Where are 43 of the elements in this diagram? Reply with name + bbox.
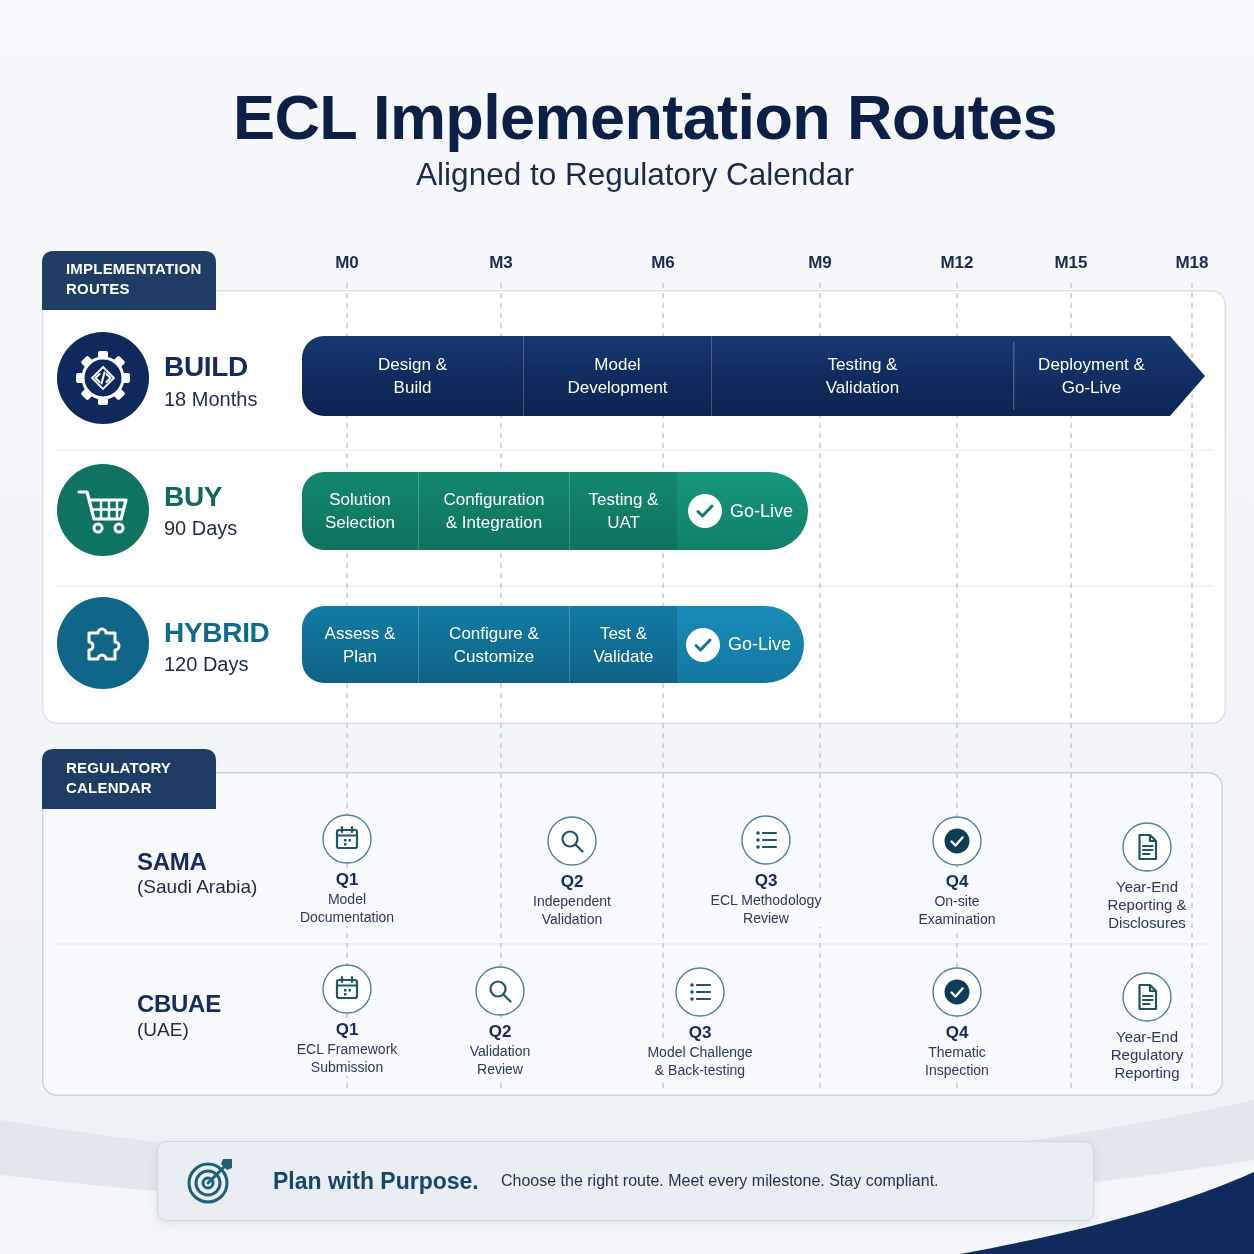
milestone-label: Year-End Regulatory Reporting: [1109, 1028, 1185, 1082]
quarter-label: Q2: [487, 1022, 513, 1042]
quarter-label: Q1: [334, 870, 360, 890]
section-heading: IMPLEMENTATION ROUTES: [66, 259, 203, 299]
milestone-label: Model Documentation: [298, 890, 396, 926]
month-label: M6: [651, 252, 675, 273]
title: ECL Implementation Routes: [233, 81, 1057, 154]
subtitle: Aligned to Regulatory Calendar: [416, 155, 854, 194]
section-heading: REGULATORY CALENDAR: [66, 758, 172, 798]
quarter-label: Q3: [753, 871, 779, 891]
month-label: M15: [1054, 252, 1088, 273]
month-label: M9: [808, 252, 832, 273]
milestone-label: Validation Review: [468, 1042, 532, 1078]
route-detail: 90 Days: [164, 516, 238, 540]
quarter-label: Q3: [687, 1023, 713, 1043]
milestone-label: Thematic Inspection: [924, 1043, 990, 1079]
tagline-banner: [157, 1141, 1094, 1221]
milestone-label: ECL Methodology Review: [709, 891, 823, 927]
month-label: M18: [1175, 252, 1209, 273]
month-label: M3: [489, 252, 513, 273]
quarter-label: Q4: [944, 872, 970, 892]
route-name: HYBRID: [164, 617, 270, 649]
route-detail: (Saudi Arabia): [137, 875, 258, 899]
route-name: BUY: [164, 481, 223, 513]
phase-label: Go-Live: [728, 633, 791, 656]
tagline-heading: Plan with Purpose.: [273, 1167, 479, 1196]
quarter-label: Q1: [334, 1020, 360, 1040]
quarter-label: Q4: [944, 1023, 970, 1043]
month-label: M12: [940, 252, 974, 273]
phase-label: Go-Live: [730, 499, 793, 523]
route-detail: 18 Months: [164, 387, 258, 411]
milestone-label: On-site Examination: [917, 892, 997, 928]
milestone-label: ECL Framework Submission: [295, 1040, 399, 1076]
route-name: CBUAE: [137, 989, 221, 1019]
route-detail: 120 Days: [164, 652, 249, 676]
quarter-label: Q2: [559, 872, 585, 892]
milestone-label: Model Challenge & Back-testing: [646, 1043, 754, 1079]
calendar-panel: [42, 749, 1223, 1096]
route-name: SAMA: [137, 847, 207, 877]
month-label: M0: [335, 252, 359, 273]
route-detail: (UAE): [137, 1018, 189, 1042]
tagline-text: Choose the right route. Meet every milestone. Stay compliant.: [501, 1171, 939, 1191]
route-name: BUILD: [164, 351, 249, 383]
